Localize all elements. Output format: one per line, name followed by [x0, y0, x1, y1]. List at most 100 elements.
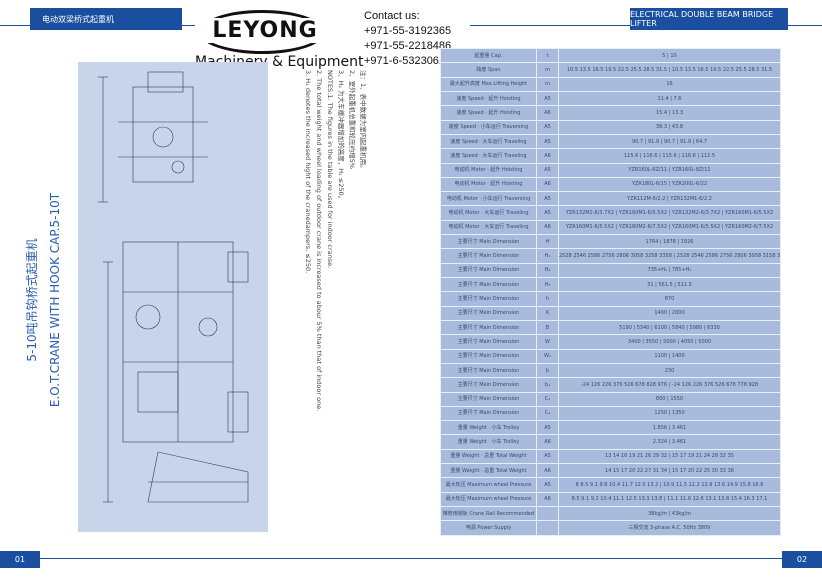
spec-value-cell: 3400 | 3550 | 5000 | 4050 | 5000	[558, 334, 781, 350]
note-line: 注：1、表中数据为室内起重机用。	[359, 70, 367, 172]
spec-value-cell: 5 | 10	[558, 47, 781, 64]
spec-label-cell: 重量 Weight · 总重 Total Weight	[440, 463, 537, 479]
spec-unit-cell: A5	[536, 420, 559, 436]
note-line: NOTES:1. The figures in the table are us…	[326, 70, 334, 269]
spec-label-cell: 速度 Speed · 小车运行 Traversing	[440, 119, 537, 135]
spec-unit-cell: W	[536, 334, 559, 350]
spec-unit-cell: h	[536, 291, 559, 307]
spec-unit-cell: A6	[536, 176, 559, 193]
header-rule-right	[470, 25, 630, 26]
spec-label-cell: 主要尺寸 Main Dimension	[440, 276, 537, 293]
spec-label-cell: 速度 Speed · 大车运行 Traveling	[440, 148, 537, 164]
spec-label-cell: 最大轮压 Maximum wheel Pressure	[440, 477, 537, 493]
spec-value-cell: 90.7 | 91.9 | 90.7 | 91.9 | 84.7	[558, 133, 781, 150]
spec-label-cell: 主要尺寸 Main Dimension	[440, 348, 537, 364]
spec-value-cell: 115.6 | 116.6 | 115.6 | 116.6 | 112.5	[558, 148, 781, 164]
spec-label-cell: 主要尺寸 Main Dimension	[440, 248, 537, 264]
spec-label-cell: 主要尺寸 Main Dimension	[440, 305, 537, 321]
spec-label-cell: 电源 Power Supply	[440, 520, 537, 536]
spec-unit-cell: A6	[536, 463, 559, 479]
note-line: 3、H₁ 为大车缓冲器增加的高度，H₁ ≤250。	[337, 70, 345, 203]
spec-label-cell: 主要尺寸 Main Dimension	[440, 405, 537, 422]
spec-unit-cell: H₃	[536, 276, 559, 293]
spec-label-cell: 重量 Weight · 总重 Total Weight	[440, 448, 537, 465]
spec-value-cell: 10.5 13.5 16.5 19.5 22.5 25.5 28.5 31.5 …	[558, 62, 781, 78]
spec-unit-cell: A6	[536, 491, 559, 508]
header-right-title: ELECTRICAL DOUBLE BEAM BRIDGE LIFTER	[630, 8, 788, 30]
note-line: 2、室外起重机总重和轮压约增5%	[348, 70, 356, 169]
spec-label-cell: 电动机 Motor · 大车运行 Traveling	[440, 205, 537, 221]
spec-label-cell: 最大起升高度 Max.Lifting Height	[440, 76, 537, 92]
spec-unit-cell: H₂	[536, 262, 559, 279]
page-number-left: 01	[0, 551, 40, 568]
spec-value-cell: 13 14 16 19 21 26 29 32 | 15 17 19 21 24…	[558, 448, 781, 465]
spec-unit-cell: A5	[536, 448, 559, 465]
spec-unit-cell: A5	[536, 90, 559, 107]
spec-value-cell: 16	[558, 76, 781, 92]
contact-block: Contact us: +971-55-3192365 +971-55-2218…	[364, 9, 451, 69]
spec-label-cell: 最大轮压 Maximum wheel Pressure	[440, 491, 537, 508]
spec-value-cell: 11.4 | 7.6	[558, 90, 781, 107]
spec-label-cell: 主要尺寸 Main Dimension	[440, 262, 537, 279]
spec-label-cell: 电动机 Motor · 起升 Hoisting	[440, 162, 537, 178]
spec-label-cell: 速度 Speed · 起升 Hoisting	[440, 90, 537, 107]
title-cn: 5-10吨吊钩桥式起重机	[25, 238, 39, 362]
spec-label-cell: 重量 Weight · 小车 Trolley	[440, 434, 537, 450]
contact-phone: +971-55-2218486	[364, 40, 452, 52]
spec-value-cell: 230	[558, 362, 781, 379]
spec-unit-cell: A6	[536, 434, 559, 450]
crane-title-vertical: 5-10吨吊钩桥式起重机 E.O.T.CRANE WITH HOOK CAP.5…	[23, 120, 71, 480]
footer-rule	[40, 558, 782, 559]
spec-unit-cell: b	[536, 362, 559, 379]
spec-unit-cell: A6	[536, 219, 559, 236]
title-en: E.O.T.CRANE WITH HOOK CAP.5-10T	[48, 192, 62, 408]
contact-phone: +971-6-5323061	[364, 55, 446, 67]
header-rule-right-tail	[788, 25, 822, 26]
spec-label-cell: 主要尺寸 Main Dimension	[440, 391, 537, 407]
spec-value-cell: 8.5 9.1 9.2 10.4 11.1 12.5 13.3 13.8 | 1…	[558, 491, 781, 508]
spec-label-cell: 速度 Speed · 大车运行 Traveling	[440, 133, 537, 150]
spec-value-cell: 38.3 | 43.8	[558, 119, 781, 135]
logo-wordmark: LEYONG	[195, 18, 335, 43]
spec-unit-cell: C₂	[536, 405, 559, 422]
spec-unit-cell: H₁	[536, 248, 559, 264]
spec-label-cell: 跨度 Span	[440, 62, 537, 78]
spec-label-cell: 电动机 Motor · 大车运行 Traveling	[440, 219, 537, 236]
spec-unit-cell: H	[536, 234, 559, 250]
spec-label-cell: 主要尺寸 Main Dimension	[440, 234, 537, 250]
spec-value-cell: 1.856 | 3.461	[558, 420, 781, 436]
page-number-right: 02	[782, 551, 822, 568]
spec-value-cell: 31 | 561.5 | 511.5	[558, 276, 781, 293]
spec-value-cell: 14 15 17 20 22 27 31 34 | 15 17 20 22 25…	[558, 463, 781, 479]
spec-unit-cell: b₁	[536, 377, 559, 393]
spec-label-cell: 主要尺寸 Main Dimension	[440, 291, 537, 307]
contact-phone: +971-55-3192365	[364, 25, 452, 37]
spec-unit-cell: A5	[536, 191, 559, 207]
spec-unit-cell: A5	[536, 133, 559, 150]
spec-unit-cell: C₁	[536, 391, 559, 407]
spec-label-cell: 速度 Speed · 起升 Hoisting	[440, 105, 537, 121]
spec-value-cell: -24 126 226 376 526 678 828 976 | -24 12…	[558, 377, 781, 393]
spec-unit-cell: W₁	[536, 348, 559, 364]
spec-value-cell: 1250 | 1350	[558, 405, 781, 422]
note-line: 2. The total weight and wheel loading of…	[315, 70, 323, 412]
